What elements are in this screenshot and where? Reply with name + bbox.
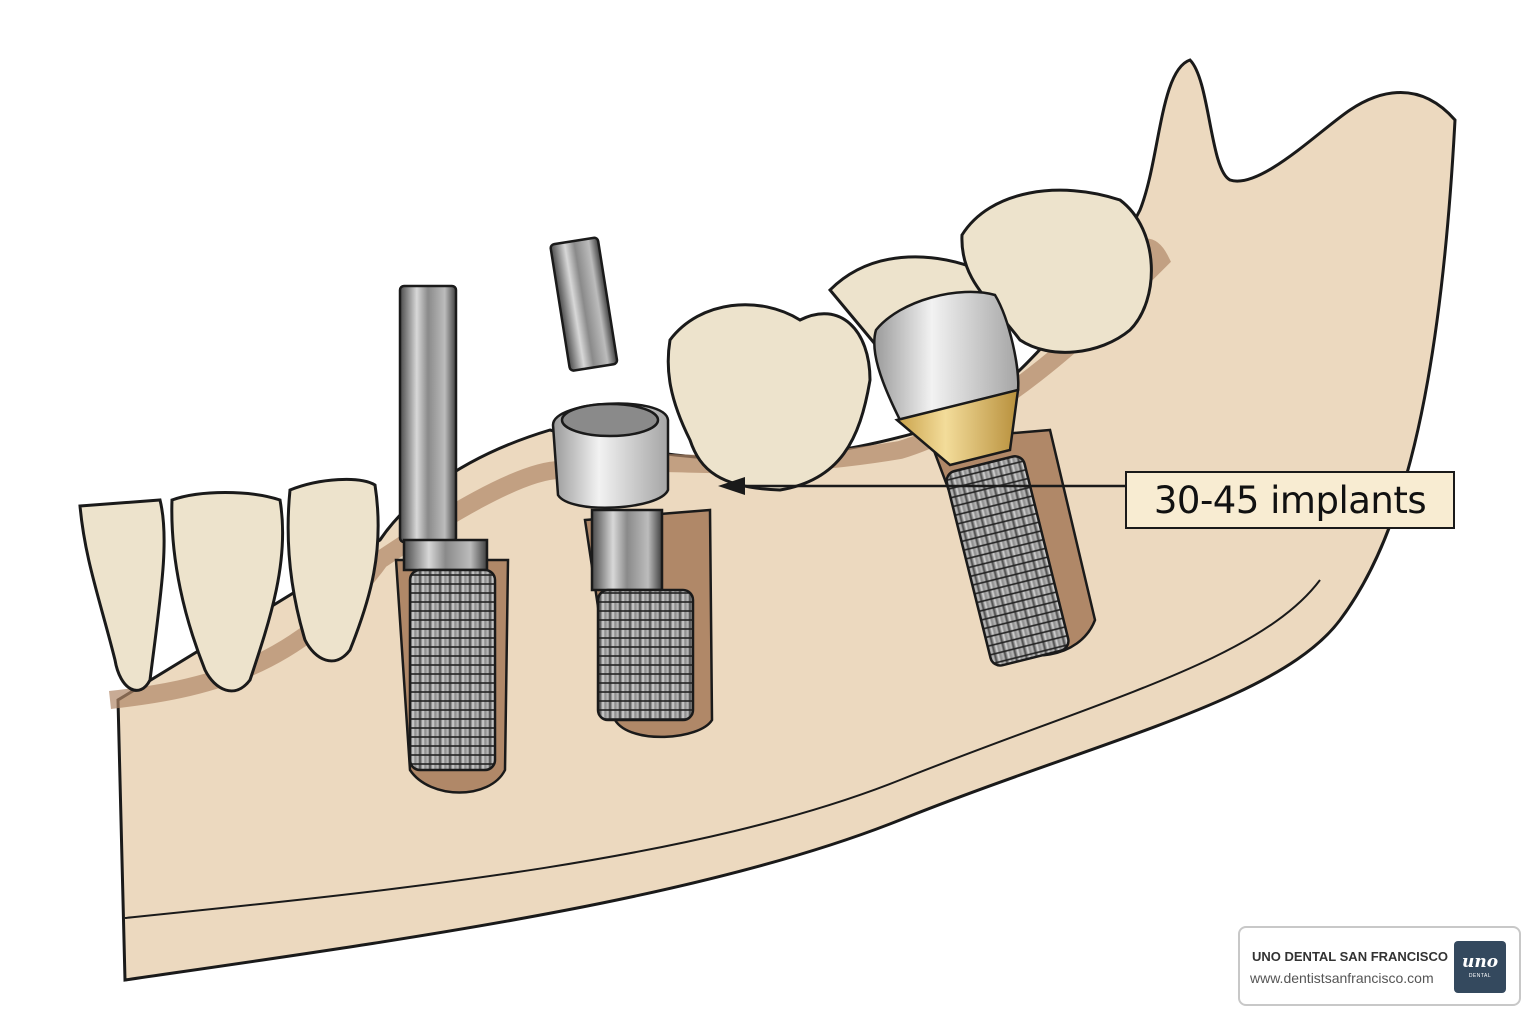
brand-logo-icon: uno DENTAL [1454, 941, 1506, 993]
implant-count-label: 30-45 implants [1125, 471, 1455, 529]
natural-molars [666, 188, 1153, 492]
implant-with-crown-abutment [873, 290, 1070, 667]
brand-url: www.dentistsanfrancisco.com [1250, 970, 1434, 986]
brand-badge: UNO DENTAL SAN FRANCISCO www.dentistsanf… [1238, 926, 1521, 1006]
logo-sub: DENTAL [1468, 973, 1492, 979]
implant-with-healing-post [398, 284, 497, 772]
natural-incisors [78, 477, 380, 693]
detached-cover-cylinder [549, 236, 619, 372]
implant-with-abutment [551, 402, 695, 722]
logo-script: uno [1461, 952, 1499, 972]
callout-arrow [718, 477, 1125, 495]
brand-name: UNO DENTAL SAN FRANCISCO [1252, 949, 1448, 964]
